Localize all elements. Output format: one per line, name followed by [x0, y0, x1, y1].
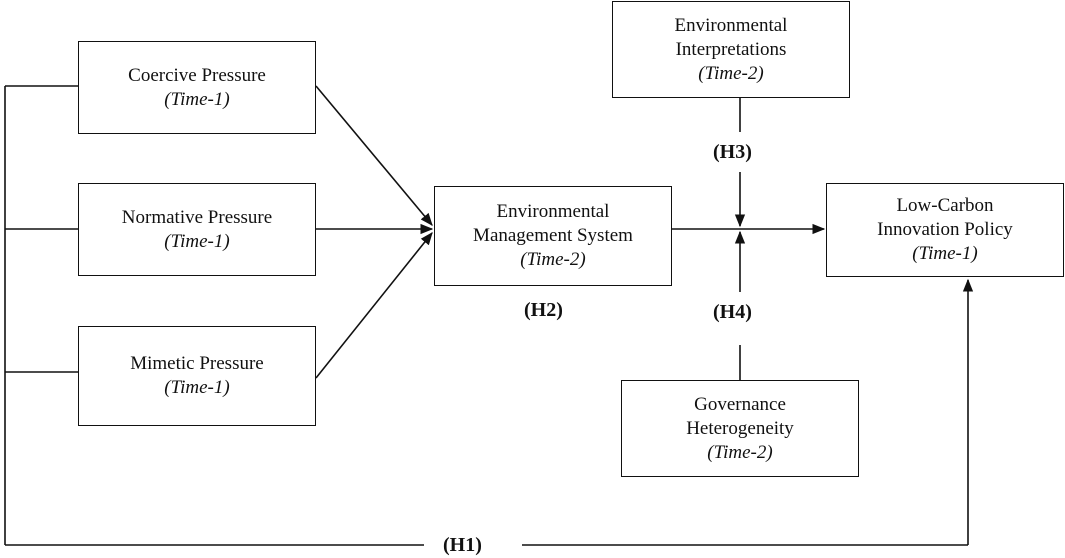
normative-pressure-time: (Time-1) [164, 230, 230, 252]
coercive-pressure-time: (Time-1) [164, 88, 230, 110]
ems-label-line1: Environmental [496, 201, 610, 222]
coercive-pressure-label: Coercive Pressure [128, 64, 266, 86]
mimetic-to-ems-arrow [315, 232, 433, 379]
governance-time: (Time-2) [707, 441, 773, 463]
coercive-to-ems-arrow [315, 85, 433, 226]
interpretations-label-line1: Environmental [674, 14, 788, 36]
mimetic-pressure-time: (Time-1) [164, 377, 230, 398]
mimetic-pressure-box: Mimetic Pressure (Time-1) [78, 326, 316, 426]
governance-label-line2: Heterogeneity [686, 417, 794, 439]
hypothesis-h3-label: (H3) [709, 140, 756, 164]
interpretations-label-line2: Interpretations [675, 38, 787, 60]
coercive-pressure-box: Coercive Pressure (Time-1) [78, 41, 316, 134]
ems-label-line2: Management System [473, 225, 633, 246]
lowcarbon-label-line2: Innovation Policy [877, 219, 1013, 240]
hypothesis-h4-label: (H4) [709, 300, 756, 324]
environmental-interpretations-box: Environmental Interpretations (Time-2) [612, 1, 850, 98]
hypothesis-h2-label: (H2) [520, 298, 567, 322]
lowcarbon-time: (Time-1) [912, 243, 978, 264]
governance-label-line1: Governance [694, 393, 786, 415]
lowcarbon-label-line1: Low-Carbon [896, 195, 994, 216]
environmental-management-system-box: Environmental Management System (Time-2) [434, 186, 672, 286]
mimetic-pressure-label: Mimetic Pressure [130, 353, 264, 374]
interpretations-time: (Time-2) [698, 62, 764, 84]
low-carbon-innovation-policy-box: Low-Carbon Innovation Policy (Time-1) [826, 183, 1064, 277]
hypothesis-h1-label: (H1) [439, 533, 486, 557]
normative-pressure-box: Normative Pressure (Time-1) [78, 183, 316, 276]
normative-pressure-label: Normative Pressure [121, 206, 273, 228]
ems-time: (Time-2) [520, 249, 586, 270]
governance-heterogeneity-box: Governance Heterogeneity (Time-2) [621, 380, 859, 477]
